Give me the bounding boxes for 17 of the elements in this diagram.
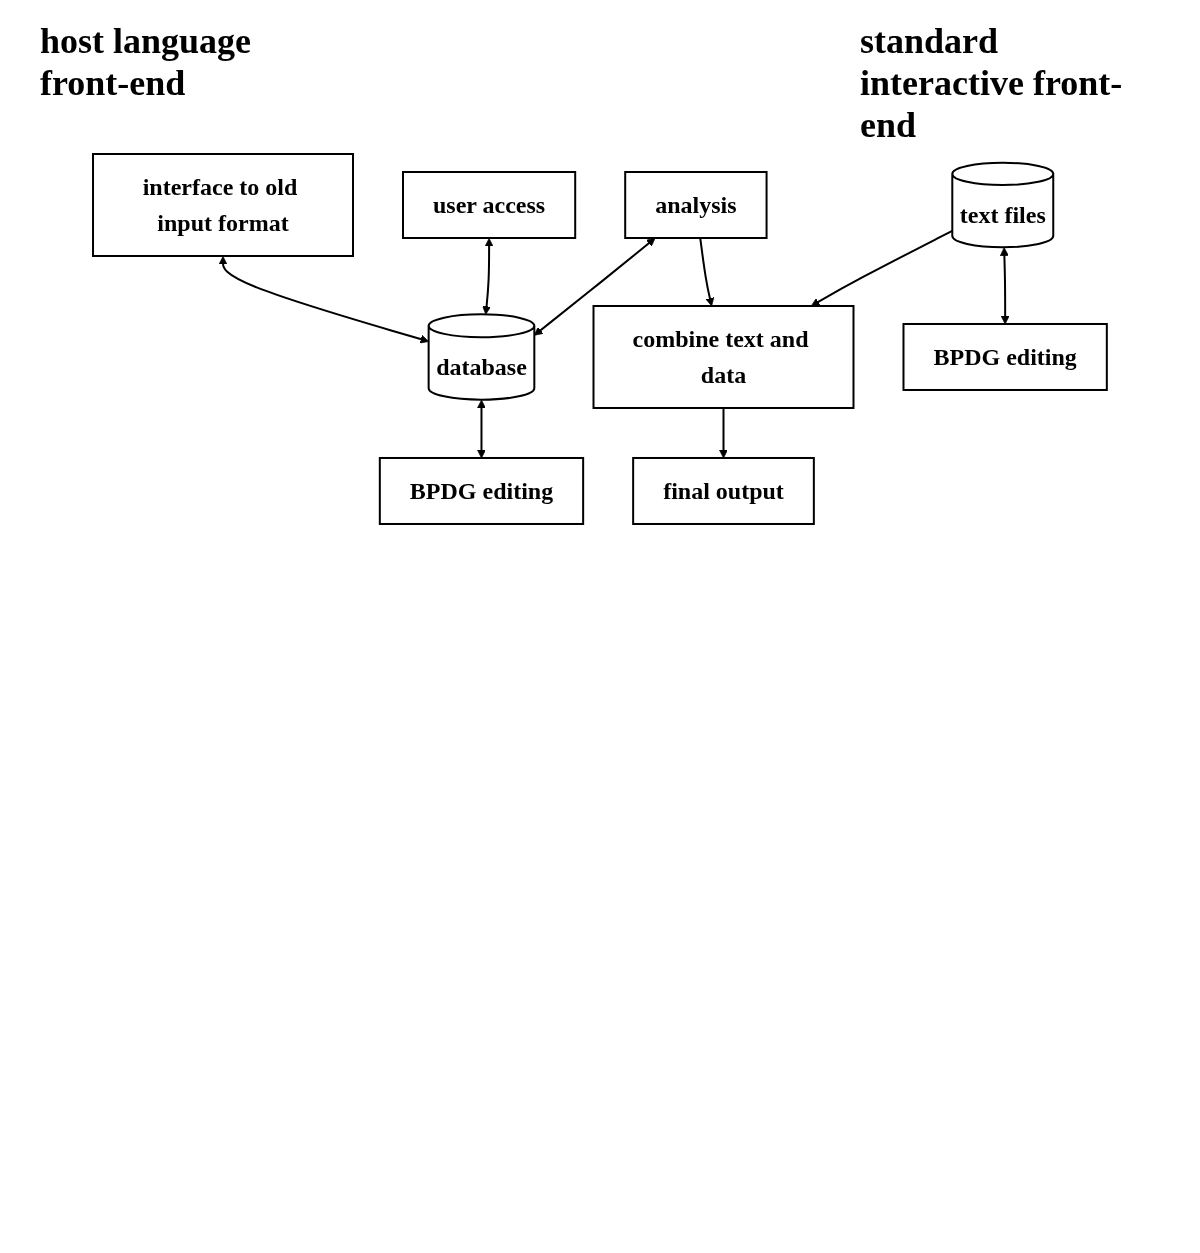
column-heading: host language front-end: [40, 20, 253, 105]
arrow: [477, 399, 486, 459]
node-box: final output: [632, 457, 815, 525]
node-box: interface to old input format: [92, 153, 355, 257]
arrow: [534, 237, 656, 336]
arrow: [482, 238, 494, 315]
node-box: combine text and data: [592, 305, 855, 409]
node-box: BPDG editing: [902, 323, 1108, 391]
node-box: BPDG editing: [378, 457, 585, 525]
arrow: [719, 407, 728, 459]
arrow: [218, 256, 430, 344]
node-box: analysis: [624, 171, 768, 239]
arrow: [699, 237, 715, 307]
node-box: user access: [402, 171, 577, 239]
column-heading: standard interactive front-end: [860, 20, 1124, 146]
arrow: [1000, 247, 1010, 325]
arrow: [810, 229, 954, 307]
